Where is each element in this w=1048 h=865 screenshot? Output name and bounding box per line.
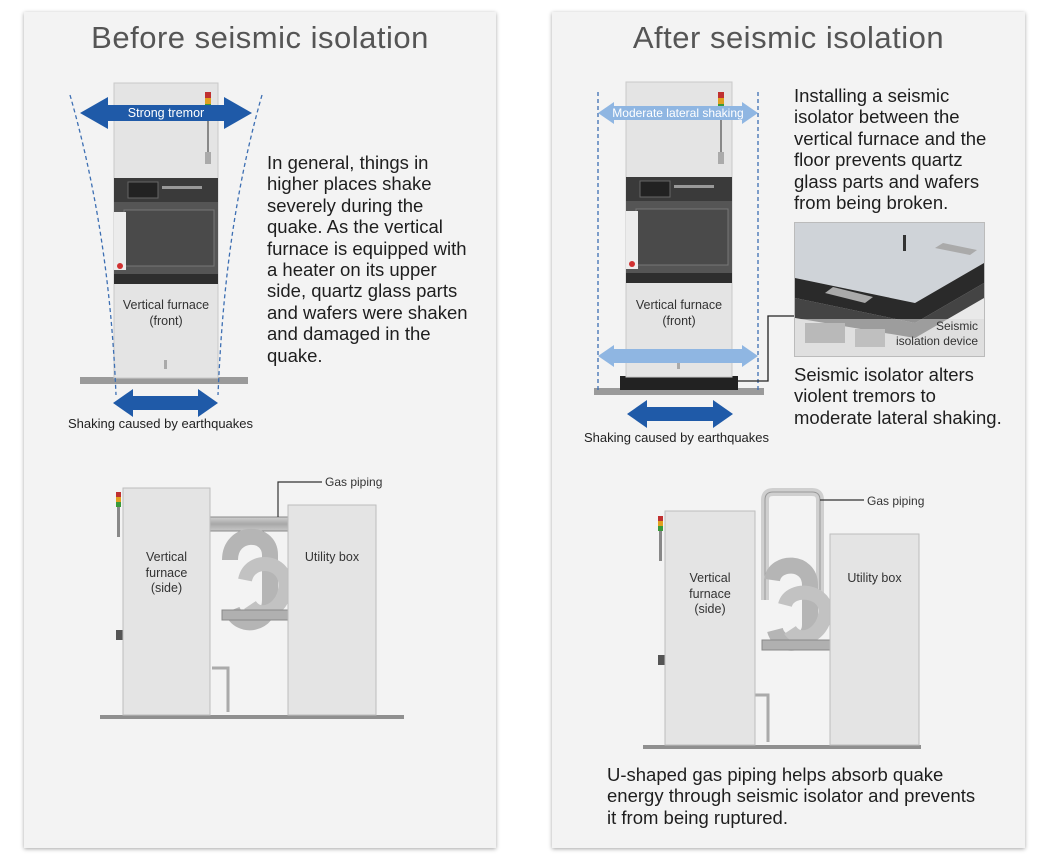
device-label: Seismic isolation device xyxy=(895,319,978,348)
strong-tremor-label: Strong tremor xyxy=(127,106,205,120)
before-description: In general, things in higher places shak… xyxy=(267,152,468,366)
moderate-shaking-label: Moderate lateral shaking xyxy=(612,106,744,120)
after-title: After seismic isolation xyxy=(632,20,945,55)
before-furnace-label: Vertical furnace (front) xyxy=(122,298,210,328)
before-front-furnace xyxy=(80,82,248,384)
moderate-shaking-arrow-top xyxy=(598,102,758,124)
strong-tremor-arrow xyxy=(80,97,252,129)
before-utility-label: Utility box xyxy=(304,550,360,564)
after-footer-text: U-shaped gas piping helps absorb quake e… xyxy=(607,764,976,828)
after-furnace-label: Vertical furnace (front) xyxy=(635,298,723,328)
isolator-note: Seismic isolator alters violent tremors … xyxy=(794,364,1002,428)
before-title: Before seismic isolation xyxy=(91,20,429,55)
before-side-furnace-label: Vertical furnace (side) xyxy=(145,550,188,595)
after-utility-label: Utility box xyxy=(847,571,902,585)
before-side-diagram xyxy=(100,481,404,719)
after-shaking-caption: Shaking caused by earthquakes xyxy=(584,430,770,445)
after-description: Installing a seismic isolator between th… xyxy=(794,85,987,214)
after-gas-piping-label: Gas piping xyxy=(867,494,925,508)
after-shaking-arrow xyxy=(627,400,733,428)
before-gas-piping-label: Gas piping xyxy=(325,475,383,489)
after-front-furnace xyxy=(594,81,764,395)
before-shaking-arrow xyxy=(113,389,218,417)
isolator-illustration xyxy=(795,223,984,356)
after-side-diagram xyxy=(643,488,921,749)
isolation-device-photo: Seismic isolation device xyxy=(794,222,985,357)
before-shaking-caption: Shaking caused by earthquakes xyxy=(68,416,254,431)
moderate-shaking-arrow-bottom xyxy=(598,345,758,367)
after-side-furnace-label: Vertical furnace (side) xyxy=(689,571,731,616)
before-panel xyxy=(24,12,496,848)
